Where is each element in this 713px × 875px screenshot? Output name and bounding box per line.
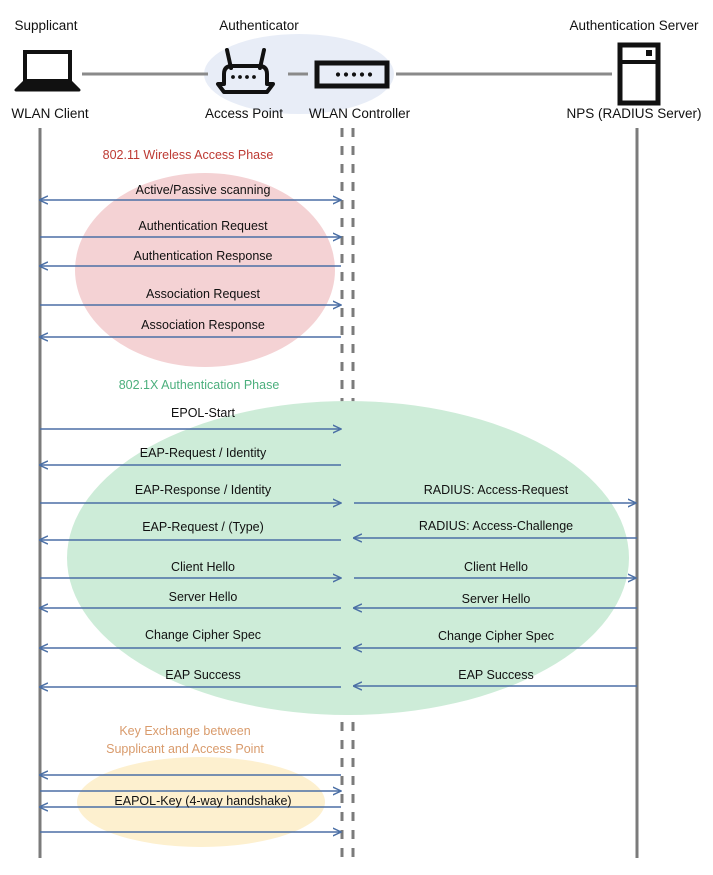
- phase-ellipse-key-exchange: [77, 757, 325, 847]
- message-label-change-cipher-spec-right: Change Cipher Spec: [437, 629, 555, 643]
- server-icon: [617, 42, 661, 106]
- message-label-eap-request-type: EAP-Request / (Type): [142, 520, 264, 534]
- actor-device-access-point: Access Point: [204, 106, 284, 121]
- message-arrows: [40, 200, 637, 832]
- message-label-server-hello-left: Server Hello: [168, 590, 238, 604]
- message-label-eap-response-identity: EAP-Response / Identity: [134, 483, 272, 497]
- message-label-authentication-response: Authentication Response: [133, 249, 273, 263]
- message-label-radius-access-challenge: RADIUS: Access-Challenge: [418, 519, 574, 533]
- message-label-eap-success-right: EAP Success: [458, 668, 534, 682]
- message-label-server-hello-right: Server Hello: [461, 592, 531, 606]
- network-switch-icon: [314, 60, 390, 89]
- message-label-eapol-key-handshake: EAPOL-Key (4-way handshake): [114, 794, 292, 808]
- wireless-router-icon: [216, 48, 275, 94]
- actor-device-wlan-controller: WLAN Controller: [308, 106, 411, 121]
- message-label-eap-request-identity: EAP-Request / Identity: [139, 446, 267, 460]
- phase-label-dot1x-auth: 802.1X Authentication Phase: [118, 378, 280, 392]
- message-label-radius-access-request: RADIUS: Access-Request: [423, 483, 569, 497]
- message-label-eap-success-left: EAP Success: [165, 668, 241, 682]
- phase-label-key-exchange-line1: Key Exchange between: [119, 724, 251, 738]
- message-label-association-request: Association Request: [146, 287, 260, 301]
- message-label-client-hello-left: Client Hello: [171, 560, 235, 574]
- actor-role-authenticator: Authenticator: [219, 18, 299, 33]
- message-label-epol-start: EPOL-Start: [171, 406, 235, 420]
- phase-ellipse-wireless-access: [75, 173, 335, 367]
- phase-label-key-exchange: Key Exchange between Supplicant and Acce…: [106, 722, 264, 758]
- actor-role-supplicant: Supplicant: [14, 18, 78, 33]
- phase-label-wireless-access: 802.11 Wireless Access Phase: [102, 148, 274, 162]
- phase-label-key-exchange-line2: Supplicant and Access Point: [106, 742, 264, 756]
- message-label-association-response: Association Response: [141, 318, 265, 332]
- actor-device-wlan-client: WLAN Client: [11, 106, 89, 121]
- message-label-client-hello-right: Client Hello: [464, 560, 528, 574]
- message-label-change-cipher-spec-left: Change Cipher Spec: [144, 628, 262, 642]
- actor-device-nps-radius-server: NPS (RADIUS Server): [566, 106, 702, 121]
- actor-role-authentication-server: Authentication Server: [569, 18, 699, 33]
- message-label-active-passive-scanning: Active/Passive scanning: [135, 183, 271, 197]
- laptop-icon: [14, 50, 81, 92]
- phase-ellipse-dot1x-auth: [67, 401, 629, 715]
- message-label-authentication-request: Authentication Request: [138, 219, 268, 233]
